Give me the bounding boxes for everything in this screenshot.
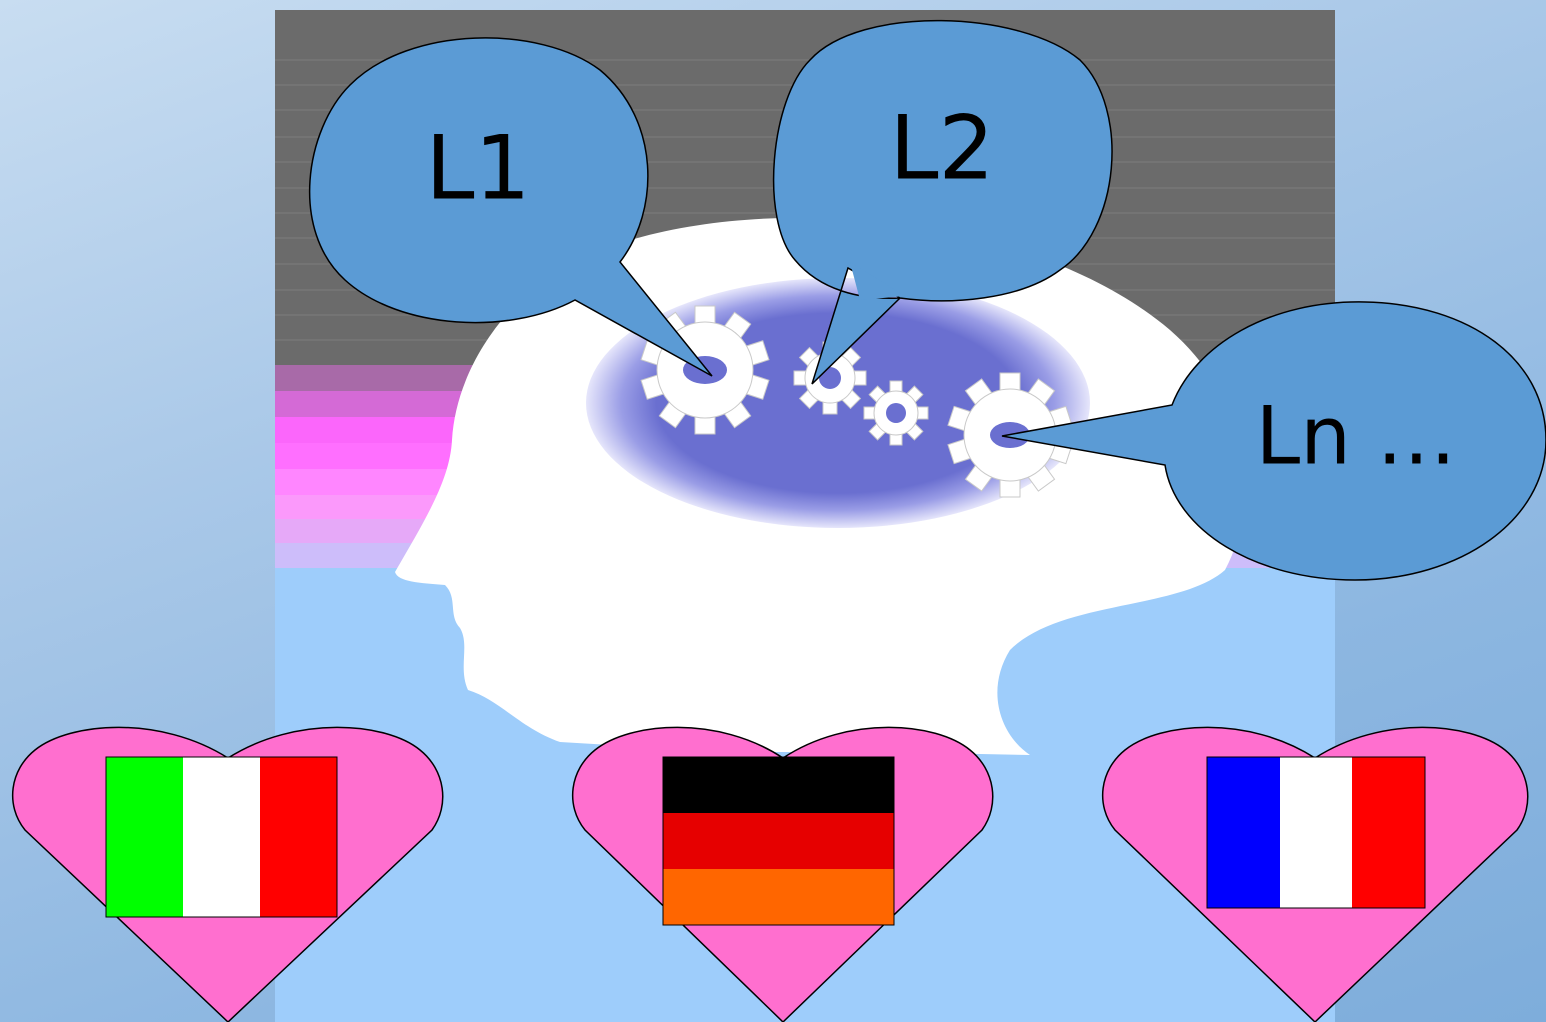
gear-icon xyxy=(864,381,928,445)
bubble-label-ln: Ln … xyxy=(1256,390,1457,483)
flag-germany xyxy=(663,757,894,925)
bubble-label-l2: L2 xyxy=(889,97,994,200)
bubble-label-l1: L1 xyxy=(425,117,530,220)
flag-italy xyxy=(106,757,337,917)
flag-france xyxy=(1207,757,1425,908)
